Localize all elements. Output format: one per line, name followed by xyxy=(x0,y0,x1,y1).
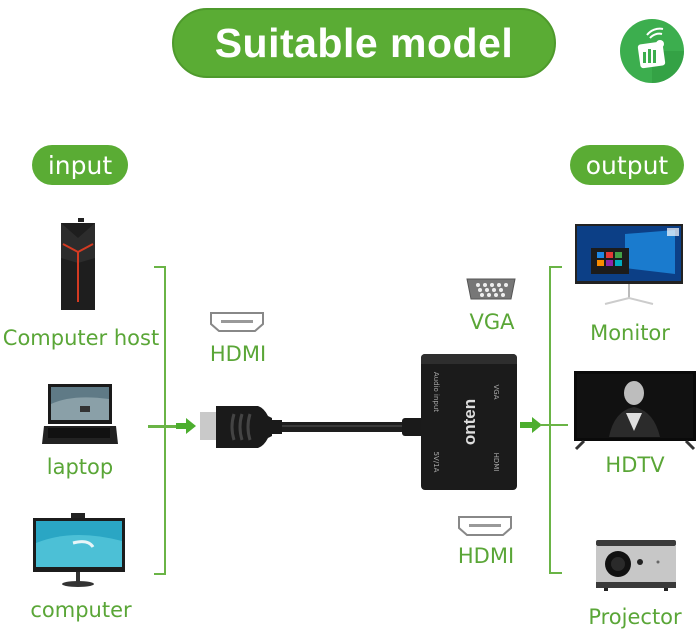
output-label-monitor: Monitor xyxy=(590,321,670,345)
arrow-right-icon xyxy=(520,417,542,433)
hdmi-cable xyxy=(198,400,430,454)
all-in-one-pc-icon xyxy=(33,513,125,589)
adapter-port-label-audio: Audio input xyxy=(432,371,440,413)
wifi-chart-badge-icon xyxy=(617,16,687,86)
output-bracket-bottom-tick xyxy=(549,572,562,574)
output-port-label-hdmi: HDMI xyxy=(457,544,515,568)
hdmi-port-icon xyxy=(457,515,513,537)
vga-port-icon xyxy=(466,277,516,301)
desktop-tower-icon xyxy=(58,218,98,312)
title-banner: Suitable model xyxy=(172,8,556,78)
input-label-laptop: laptop xyxy=(46,455,114,479)
input-bracket-top-tick xyxy=(154,266,166,268)
input-section-label: input xyxy=(47,150,113,180)
adapter-port-label-hdmi: HDMI xyxy=(492,452,500,472)
tv-icon xyxy=(574,371,696,451)
input-port-label-hdmi: HDMI xyxy=(209,342,267,366)
input-connector-line xyxy=(148,425,178,428)
input-label-computer-host: Computer host xyxy=(2,326,160,350)
input-label-computer: computer xyxy=(30,598,132,622)
adapter-device: onten Audio input VGA 5V/1A HDMI xyxy=(421,354,517,490)
hdmi-port-icon xyxy=(209,311,265,333)
adapter-port-label-power: 5V/1A xyxy=(432,451,440,473)
output-port-label-vga: VGA xyxy=(469,310,515,334)
adapter-port-label-vga: VGA xyxy=(492,384,500,400)
adapter-brand: onten xyxy=(460,398,479,446)
arrow-right-icon xyxy=(176,418,196,434)
output-label-projector: Projector xyxy=(588,605,682,629)
monitor-icon xyxy=(575,224,683,306)
projector-icon xyxy=(596,540,676,592)
laptop-icon xyxy=(42,384,118,446)
output-bracket-top-tick xyxy=(549,266,562,268)
input-bracket-line xyxy=(164,266,166,574)
output-bracket-line xyxy=(549,266,551,573)
input-section-badge: input xyxy=(32,145,128,185)
output-section-badge: output xyxy=(570,145,684,185)
output-section-label: output xyxy=(585,150,669,180)
input-bracket-bottom-tick xyxy=(154,573,166,575)
output-label-hdtv: HDTV xyxy=(605,453,665,477)
title-text: Suitable model xyxy=(214,19,514,66)
output-connector-line xyxy=(540,424,568,426)
